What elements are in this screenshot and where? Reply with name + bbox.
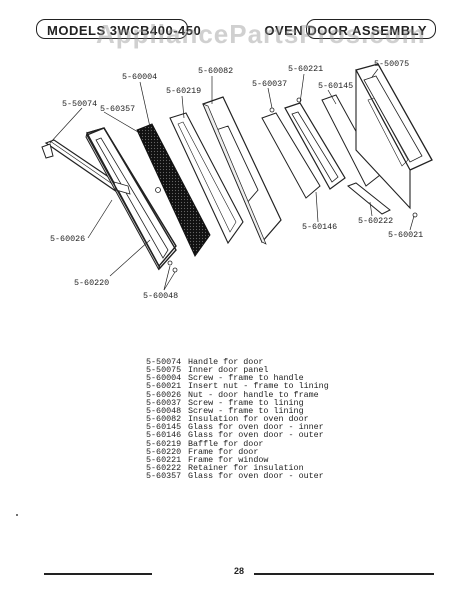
footer-rule-right [254,573,434,575]
watermark: AppliancePartsPros.com [96,19,426,49]
baffle-for-door [169,112,244,245]
frame-for-window [284,102,346,190]
page-header: MODELS 3WCB400-450 OVEN DOOR ASSEMBLY Ap… [36,17,436,49]
glass-outer-dark [136,123,211,257]
callout-60146: 5-60146 [302,222,337,232]
leader-lines [49,68,415,291]
callout-50075: 5-50075 [374,59,409,69]
callout-60037: 5-60037 [252,79,287,89]
insulation-for-oven-door [202,96,282,245]
callout-60220: 5-60220 [74,278,109,288]
callout-60219: 5-60219 [166,86,201,96]
callout-60082: 5-60082 [198,66,233,76]
callout-60026: 5-60026 [50,234,85,244]
model-label: MODELS 3WCB400-450 [47,23,202,38]
callout-60004: 5-60004 [122,72,157,82]
section-title: OVEN DOOR ASSEMBLY [264,23,427,38]
footer-rule-left [44,573,152,575]
section-title-box: OVEN DOOR ASSEMBLY [264,19,436,39]
callout-50074: 5-50074 [62,99,97,109]
callout-60021: 5-60021 [388,230,423,240]
door-frame-outline [86,127,177,270]
page-number: 28 [234,566,245,576]
glass-outer [261,112,321,199]
callout-60048: 5-60048 [143,291,178,301]
callout-60357: 5-60357 [100,104,135,114]
inner-door-panel [355,63,433,210]
callout-60221: 5-60221 [288,64,323,74]
page-footer: 28 [44,566,434,580]
model-label-box: MODELS 3WCB400-450 [36,19,201,39]
retainer-for-insulation [347,182,391,215]
callout-60222: 5-60222 [358,216,393,226]
scan-speck [16,514,18,516]
callout-60145: 5-60145 [318,81,353,91]
